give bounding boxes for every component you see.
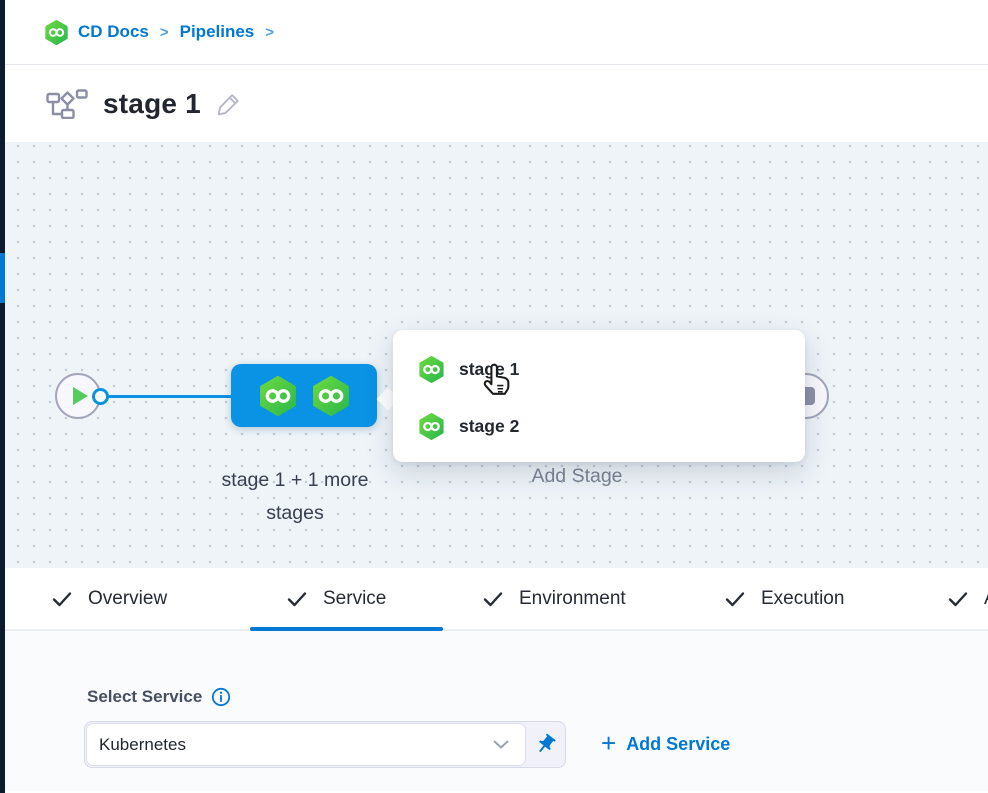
add-service-button[interactable]: + Add Service (601, 728, 731, 758)
select-service-label: Select Service (87, 687, 203, 706)
stage-list-popup: stage 1 stage 2 (393, 330, 805, 462)
pipeline-title-bar: stage 1 (0, 65, 988, 142)
tab-advanced[interactable]: Advanced (948, 568, 988, 629)
tab-service[interactable]: Service (287, 568, 386, 629)
breadcrumb-separator-icon: > (265, 23, 275, 41)
stage-group-label: stage 1 + 1 more stages (221, 469, 369, 524)
active-tab-underline (250, 627, 443, 631)
popup-item-stage-1[interactable]: stage 1 (393, 341, 805, 398)
breadcrumb: CD Docs > Pipelines > (0, 0, 988, 65)
pipeline-icon (46, 88, 88, 119)
stage-config-tabs: Overview Service Environment Execution A… (0, 568, 988, 631)
breadcrumb-link-pipelines[interactable]: Pipelines (179, 22, 255, 41)
stage-group-node[interactable] (231, 364, 377, 427)
play-icon (73, 387, 88, 405)
check-icon (52, 591, 72, 606)
start-node-port[interactable] (92, 388, 109, 405)
popup-item-stage-2[interactable]: stage 2 (393, 398, 805, 455)
tab-execution[interactable]: Execution (725, 568, 844, 629)
stage-hexagon-icon (419, 356, 444, 383)
collapsed-sidebar[interactable] (0, 0, 5, 793)
service-select-group: Kubernetes (84, 721, 566, 768)
sidebar-active-indicator (0, 253, 5, 303)
breadcrumb-separator-icon: > (159, 23, 169, 41)
chevron-down-icon (493, 740, 509, 749)
harness-logo-icon (44, 19, 69, 45)
check-icon (725, 591, 745, 606)
add-stage-button[interactable]: Add Stage (531, 465, 623, 487)
tab-environment[interactable]: Environment (483, 568, 626, 629)
page-title: stage 1 (103, 87, 201, 119)
stage-hexagon-icon (258, 376, 298, 416)
pin-service-button[interactable] (525, 722, 565, 767)
pipeline-edge (100, 395, 232, 398)
pin-icon (538, 733, 556, 753)
service-select[interactable]: Kubernetes (86, 723, 526, 766)
check-icon (948, 591, 968, 606)
tab-overview[interactable]: Overview (52, 568, 167, 629)
plus-icon: + (601, 728, 617, 758)
info-icon[interactable] (211, 687, 231, 707)
service-select-value: Kubernetes (99, 734, 186, 754)
service-section: Select Service Kubernetes (0, 631, 988, 791)
check-icon (287, 591, 307, 606)
pipeline-canvas[interactable]: stage 1 + 1 more stages Add Stage stage … (0, 142, 988, 568)
breadcrumb-link-project[interactable]: CD Docs (78, 22, 149, 41)
select-service-label-row: Select Service (87, 687, 231, 707)
edit-pencil-icon[interactable] (216, 90, 243, 117)
stage-hexagon-icon (311, 376, 351, 416)
stage-hexagon-icon (419, 413, 444, 440)
check-icon (483, 591, 503, 606)
